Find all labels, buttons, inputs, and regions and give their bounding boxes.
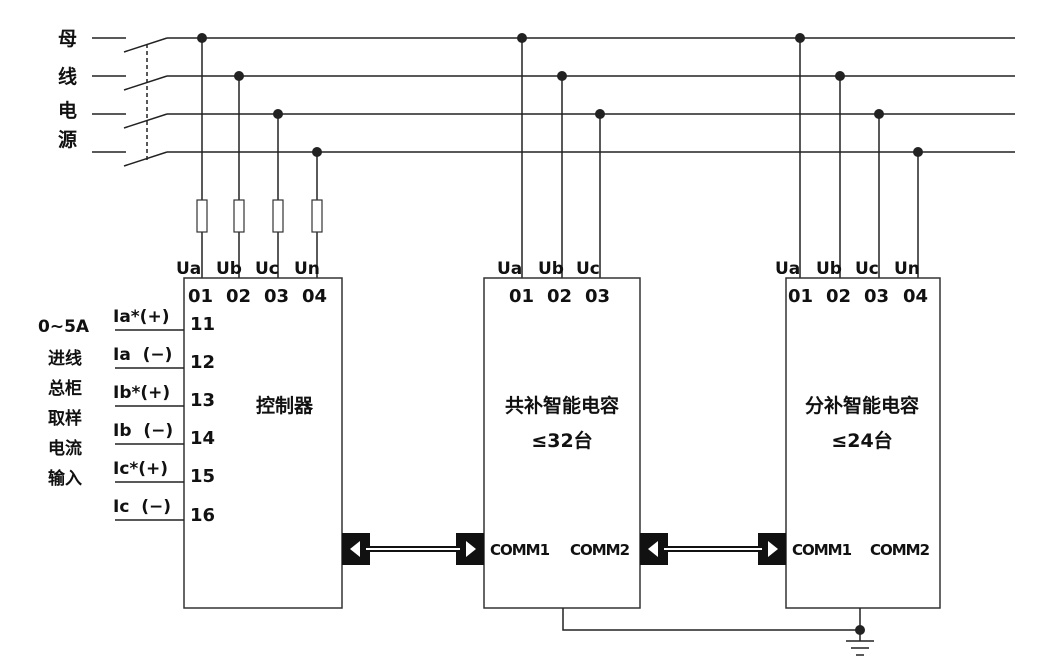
terminal-label: Ua: [497, 259, 522, 279]
terminal-number: 04: [302, 286, 327, 307]
terminal-number: 01: [788, 286, 813, 307]
terminal-number: 02: [826, 286, 851, 307]
source-char: 电: [58, 99, 77, 122]
terminal-label: Ua: [775, 259, 800, 279]
source-label: 母 线 电 源: [58, 28, 77, 151]
label-line: 进线: [48, 348, 82, 369]
common-capacitor-box: Ua Ub Uc 01 02 03 共补智能电容 ≤32台 COMM1 COMM…: [483, 259, 641, 609]
comm-link-2: [640, 533, 786, 565]
terminal-number: 01: [188, 286, 213, 307]
box-limit: ≤32台: [531, 429, 592, 452]
source-char: 线: [58, 65, 77, 88]
label-line: 0~5A: [38, 317, 90, 337]
label-line: 取样: [48, 408, 82, 429]
junction-dots: [197, 33, 923, 157]
source-char: 源: [58, 128, 77, 151]
terminal-number: 04: [903, 286, 928, 307]
box-limit: ≤24台: [831, 429, 892, 452]
box-title: 共补智能电容: [505, 394, 619, 417]
comm1-port: COMM1: [792, 541, 852, 559]
comm2-port: COMM2: [570, 541, 630, 559]
label-line: 电流: [48, 438, 82, 459]
comm1-port: COMM1: [490, 541, 550, 559]
terminal-number: 14: [190, 428, 215, 449]
ground-icon: [562, 608, 874, 656]
split-capacitor-box: Ua Ub Uc Un 01 02 03 04 分补智能电容 ≤24台 COMM…: [775, 259, 941, 609]
voltage-taps: [201, 38, 919, 278]
terminal-number: 02: [547, 286, 572, 307]
source-char: 母: [58, 28, 77, 50]
input-label: Ic*(+): [113, 459, 168, 479]
terminal-number: 12: [190, 352, 215, 373]
box-title: 分补智能电容: [805, 394, 919, 417]
terminal-number: 11: [190, 314, 215, 335]
controller-title: 控制器: [256, 394, 314, 417]
terminal-number: 13: [190, 390, 215, 411]
input-label: Ic (−): [113, 497, 171, 517]
label-line: 总柜: [48, 378, 82, 399]
current-input-label: 0~5A 进线 总柜 取样 电流 输入: [38, 317, 90, 489]
terminal-label: Ub: [538, 259, 564, 279]
terminal-number: 03: [864, 286, 889, 307]
terminal-number: 15: [190, 466, 215, 487]
terminal-label: Ub: [816, 259, 842, 279]
bus-lines: [92, 37, 1015, 167]
input-label: Ia*(+): [113, 307, 169, 327]
terminal-label: Uc: [255, 259, 279, 279]
current-inputs: Ia*(+) Ia (−) Ib*(+) Ib (−) Ic*(+) Ic (−…: [113, 307, 215, 526]
terminal-label: Un: [294, 259, 320, 279]
terminal-number: 03: [585, 286, 610, 307]
label-line: 输入: [48, 468, 82, 489]
terminal-label: Uc: [855, 259, 879, 279]
controller-box: Ua Ub Uc Un 01 02 03 04 控制器: [176, 259, 343, 609]
terminal-number: 01: [509, 286, 534, 307]
terminal-number: 02: [226, 286, 251, 307]
terminal-label: Uc: [576, 259, 600, 279]
terminal-label: Ua: [176, 259, 201, 279]
fuse-icon: [196, 199, 323, 233]
comm-link-1: [342, 533, 484, 565]
comm2-port: COMM2: [870, 541, 930, 559]
terminal-label: Ub: [216, 259, 242, 279]
input-label: Ia (−): [113, 345, 172, 365]
terminal-number: 03: [264, 286, 289, 307]
terminal-number: 16: [190, 505, 215, 526]
input-label: Ib (−): [113, 421, 173, 441]
input-label: Ib*(+): [113, 383, 170, 403]
terminal-label: Un: [894, 259, 920, 279]
